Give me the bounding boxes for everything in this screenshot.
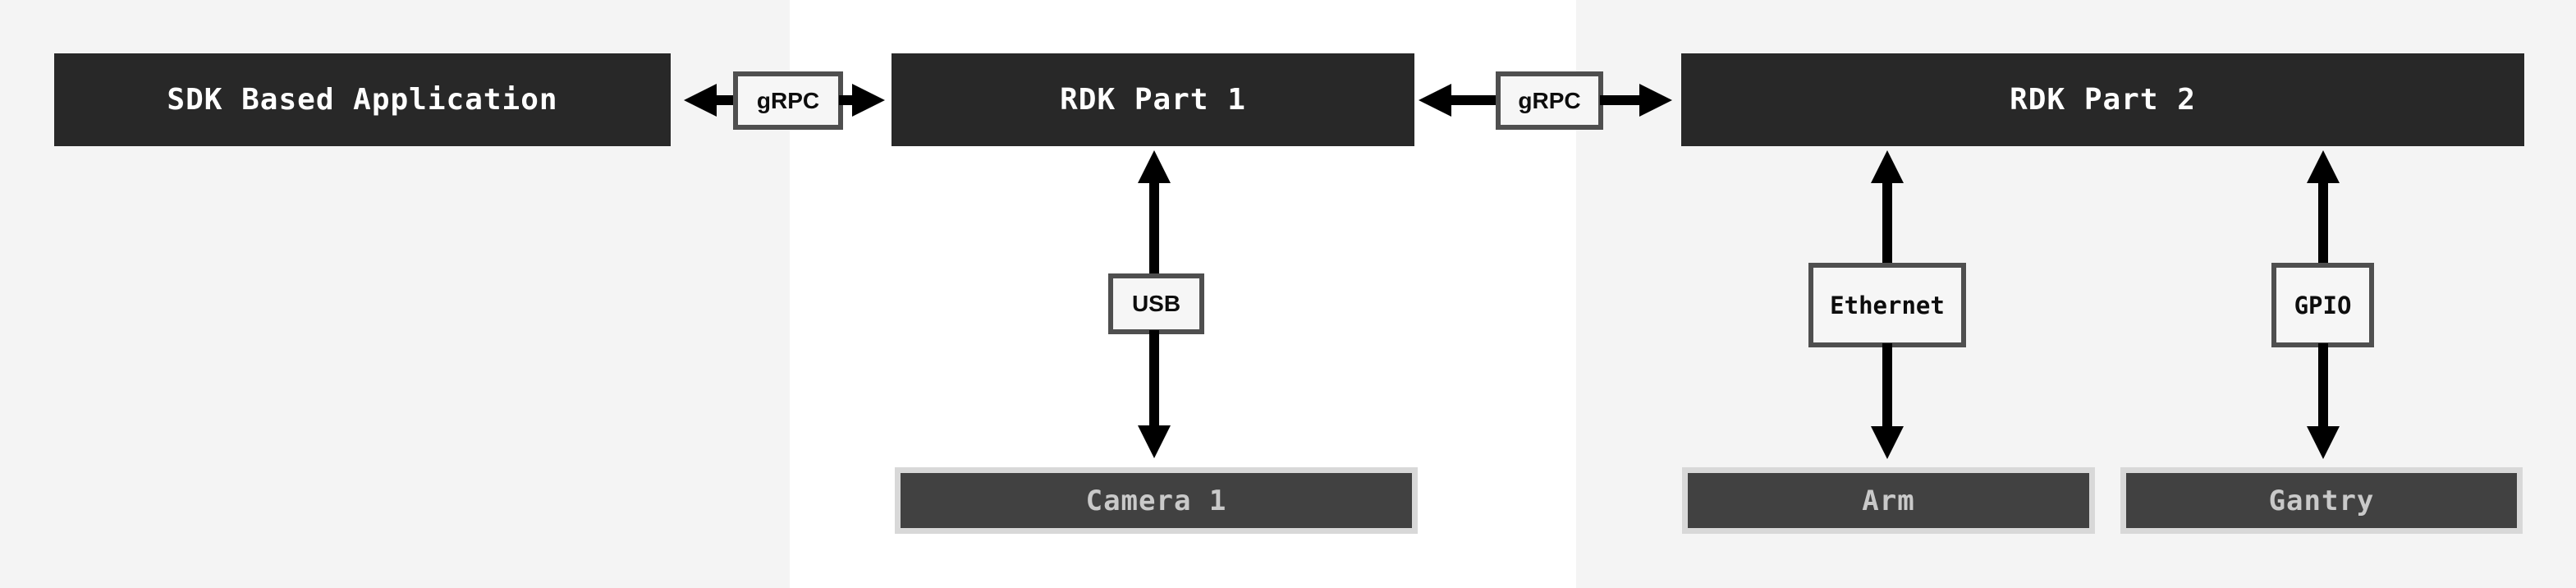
usb-upper-line bbox=[1149, 179, 1159, 278]
rdk-part-2-label: RDK Part 2 bbox=[2010, 83, 2196, 117]
gpio-upper-line bbox=[2318, 179, 2328, 267]
ethernet-upper-line bbox=[1882, 179, 1892, 267]
rdk-part-1-label: RDK Part 1 bbox=[1060, 83, 1246, 117]
arm-label: Arm bbox=[1862, 484, 1915, 517]
gpio-up-arrowhead-icon bbox=[2307, 150, 2340, 183]
gantry-node-inner: Gantry bbox=[2126, 473, 2517, 528]
grpc1-left-arrowhead-icon bbox=[684, 84, 717, 117]
camera-1-label: Camera 1 bbox=[1085, 484, 1227, 517]
gpio-down-arrowhead-icon bbox=[2307, 426, 2340, 459]
usb-lower-line bbox=[1149, 330, 1159, 429]
grpc2-left-line bbox=[1447, 95, 1499, 105]
ethernet-label-text: Ethernet bbox=[1830, 291, 1945, 319]
grpc2-connector-label: gRPC bbox=[1496, 71, 1603, 130]
grpc1-connector-label: gRPC bbox=[733, 71, 843, 130]
ethernet-connector-label: Ethernet bbox=[1808, 263, 1966, 347]
arm-node: Arm bbox=[1682, 467, 2095, 534]
grpc2-label-text: gRPC bbox=[1518, 87, 1581, 113]
arm-node-inner: Arm bbox=[1688, 473, 2089, 528]
grpc1-left-line bbox=[713, 95, 737, 105]
sdk-application-label: SDK Based Application bbox=[167, 83, 558, 117]
gpio-lower-line bbox=[2318, 343, 2328, 430]
grpc1-label-text: gRPC bbox=[756, 87, 820, 113]
grpc2-left-arrowhead-icon bbox=[1419, 84, 1451, 117]
usb-down-arrowhead-icon bbox=[1138, 425, 1171, 458]
camera-1-node: Camera 1 bbox=[895, 467, 1418, 534]
grpc2-right-arrowhead-icon bbox=[1639, 84, 1672, 117]
rdk-part-2-node: RDK Part 2 bbox=[1681, 53, 2524, 146]
gantry-node: Gantry bbox=[2120, 467, 2523, 534]
sdk-application-node: SDK Based Application bbox=[54, 53, 671, 146]
gpio-connector-label: GPIO bbox=[2271, 263, 2374, 347]
usb-label-text: USB bbox=[1131, 291, 1181, 316]
grpc1-right-arrowhead-icon bbox=[852, 84, 885, 117]
camera-1-node-inner: Camera 1 bbox=[901, 473, 1412, 528]
ethernet-lower-line bbox=[1882, 343, 1892, 430]
ethernet-up-arrowhead-icon bbox=[1871, 150, 1904, 183]
ethernet-down-arrowhead-icon bbox=[1871, 426, 1904, 459]
gpio-label-text: GPIO bbox=[2294, 291, 2352, 319]
grpc2-right-line bbox=[1600, 95, 1643, 105]
usb-connector-label: USB bbox=[1108, 273, 1204, 334]
rdk-part-1-node: RDK Part 1 bbox=[892, 53, 1414, 146]
usb-up-arrowhead-icon bbox=[1138, 150, 1171, 183]
gantry-label: Gantry bbox=[2268, 484, 2375, 517]
